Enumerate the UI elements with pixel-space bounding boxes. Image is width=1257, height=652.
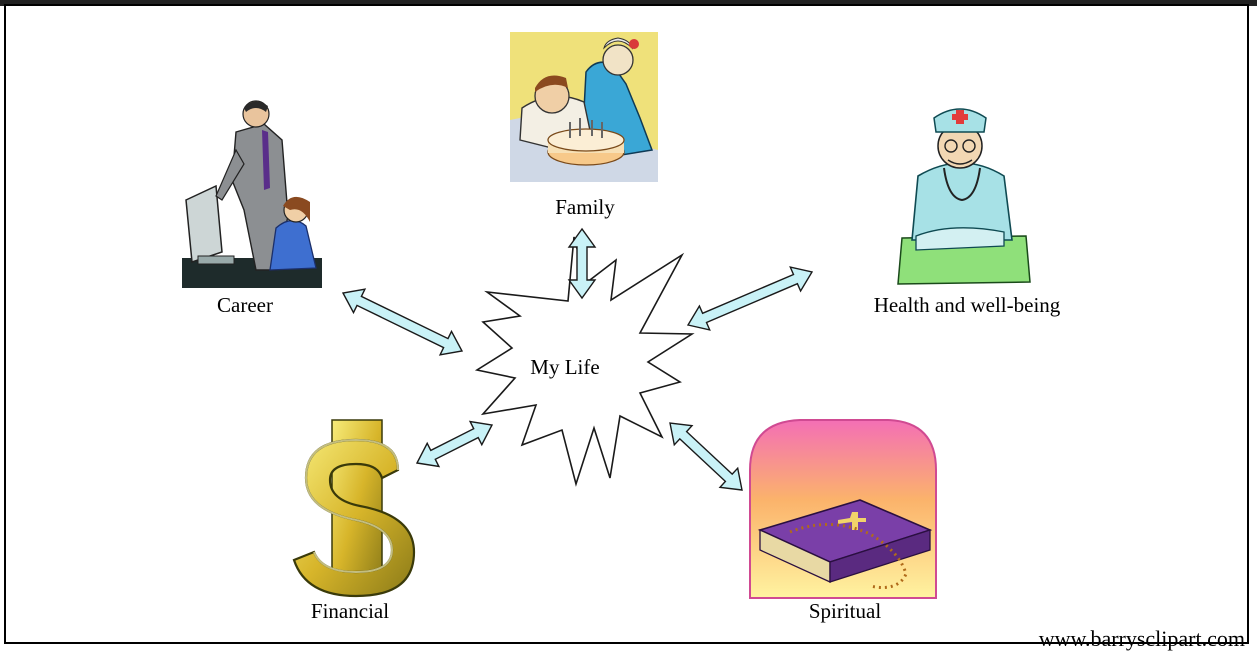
- arrow-financial: [415, 420, 494, 468]
- center-label: My Life: [530, 355, 599, 379]
- diagram-frame: [4, 4, 1249, 644]
- source-credit: www.barrysclipart.com: [1038, 626, 1245, 651]
- arrow-family: [567, 227, 597, 300]
- starburst-shape: [474, 236, 695, 487]
- dollar-sign-clipart: [292, 419, 416, 598]
- bible-rosary-clipart: [749, 419, 937, 599]
- career-node: Career: [180, 100, 322, 317]
- birthday-cake-family-clipart: [510, 26, 658, 182]
- spiritual-node: Spiritual: [749, 419, 937, 623]
- health-node: Health and well-being: [874, 104, 1061, 317]
- family-label: Family: [555, 195, 615, 219]
- connector-arrows: [341, 227, 814, 491]
- center-starburst: My Life: [474, 236, 695, 487]
- top-edge-bar: [0, 0, 1257, 6]
- family-node: Family: [510, 26, 658, 219]
- arrow-spiritual: [669, 422, 743, 491]
- arrow-health: [686, 266, 814, 331]
- spiritual-label: Spiritual: [809, 599, 881, 623]
- arrow-career: [341, 288, 464, 356]
- nurse-doctor-clipart: [897, 104, 1031, 290]
- health-label: Health and well-being: [874, 293, 1061, 317]
- career-label: Career: [217, 293, 273, 317]
- financial-label: Financial: [311, 599, 389, 623]
- financial-node: Financial: [292, 419, 416, 623]
- office-workers-computer-clipart: [180, 100, 322, 290]
